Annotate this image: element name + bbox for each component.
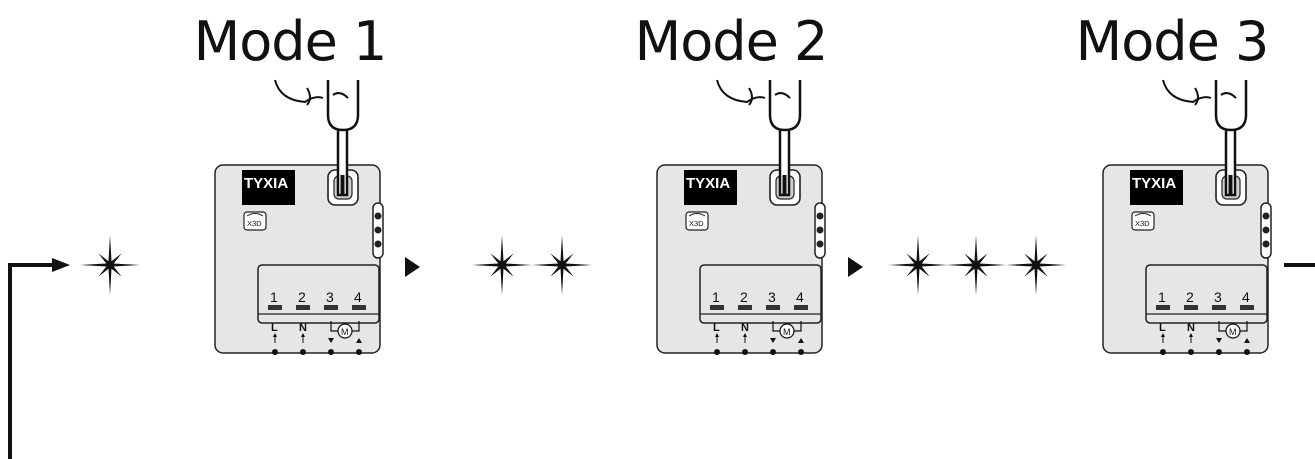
flash-star-icon (532, 235, 592, 295)
arrow-right-icon (405, 257, 420, 277)
tyxia-device: TYXIA X3D 1 2 3 4L N M (656, 79, 826, 355)
svg-text:M: M (783, 327, 791, 337)
svg-text:TYXIA: TYXIA (244, 175, 288, 192)
svg-text:3: 3 (1214, 289, 1222, 305)
svg-text:L: L (271, 322, 278, 334)
svg-text:TYXIA: TYXIA (686, 175, 730, 192)
svg-text:L: L (1159, 322, 1166, 334)
brand-label: TYXIA (684, 170, 737, 205)
svg-text:TYXIA: TYXIA (1132, 175, 1176, 192)
terminal-block: 1 2 3 4L N M (1145, 264, 1268, 355)
mode-1-title: Mode 1 (193, 10, 388, 73)
svg-text:3: 3 (768, 289, 776, 305)
svg-text:2: 2 (1186, 289, 1194, 305)
svg-text:M: M (341, 327, 349, 337)
flash-star-icon (1006, 235, 1066, 295)
tyxia-device: TYXIA X3D 1 2 3 4L N M (1102, 79, 1272, 355)
svg-text:4: 4 (354, 289, 362, 305)
motor-icon: M (1216, 321, 1250, 343)
x3d-badge-icon: X3D (243, 211, 267, 231)
screwdriver-hand-icon (1162, 79, 1248, 197)
svg-text:2: 2 (298, 289, 306, 305)
flash-star-icon (946, 235, 1006, 295)
svg-text:1: 1 (1158, 289, 1166, 305)
svg-text:X3D: X3D (247, 219, 262, 228)
svg-text:3: 3 (326, 289, 334, 305)
brand-label: TYXIA (242, 170, 295, 205)
svg-text:N: N (1187, 322, 1195, 334)
svg-text:N: N (299, 322, 307, 334)
screwdriver-hand-icon (716, 79, 802, 197)
loop-arrow-head-icon (52, 258, 70, 272)
svg-text:1: 1 (270, 289, 278, 305)
x3d-badge-icon: X3D (1131, 211, 1155, 231)
mode-2-title: Mode 2 (634, 10, 829, 73)
loop-back-line (8, 263, 60, 459)
svg-text:X3D: X3D (1135, 219, 1150, 228)
brand-label: TYXIA (1130, 170, 1183, 205)
flash-star-icon (472, 235, 532, 295)
svg-text:1: 1 (712, 289, 720, 305)
terminal-block: 1 2 3 4L N M (257, 264, 380, 355)
svg-text:X3D: X3D (689, 219, 704, 228)
flash-star-icon (888, 235, 948, 295)
screwdriver-hand-icon (274, 79, 360, 197)
svg-text:N: N (741, 322, 749, 334)
terminal-block: 1 2 3 4L N M (699, 264, 822, 355)
svg-text:4: 4 (796, 289, 804, 305)
mode-3-title: Mode 3 (1075, 10, 1270, 73)
x3d-badge-icon: X3D (685, 211, 709, 231)
arrow-right-icon (848, 257, 863, 277)
motor-icon: M (770, 321, 804, 343)
svg-text:2: 2 (740, 289, 748, 305)
svg-text:L: L (713, 322, 720, 334)
tyxia-device: TYXIA X3D 1 2 3 4L N M (214, 79, 384, 355)
svg-text:M: M (1229, 327, 1237, 337)
flash-star-icon (80, 235, 140, 295)
svg-text:4: 4 (1242, 289, 1250, 305)
motor-icon: M (328, 321, 362, 343)
